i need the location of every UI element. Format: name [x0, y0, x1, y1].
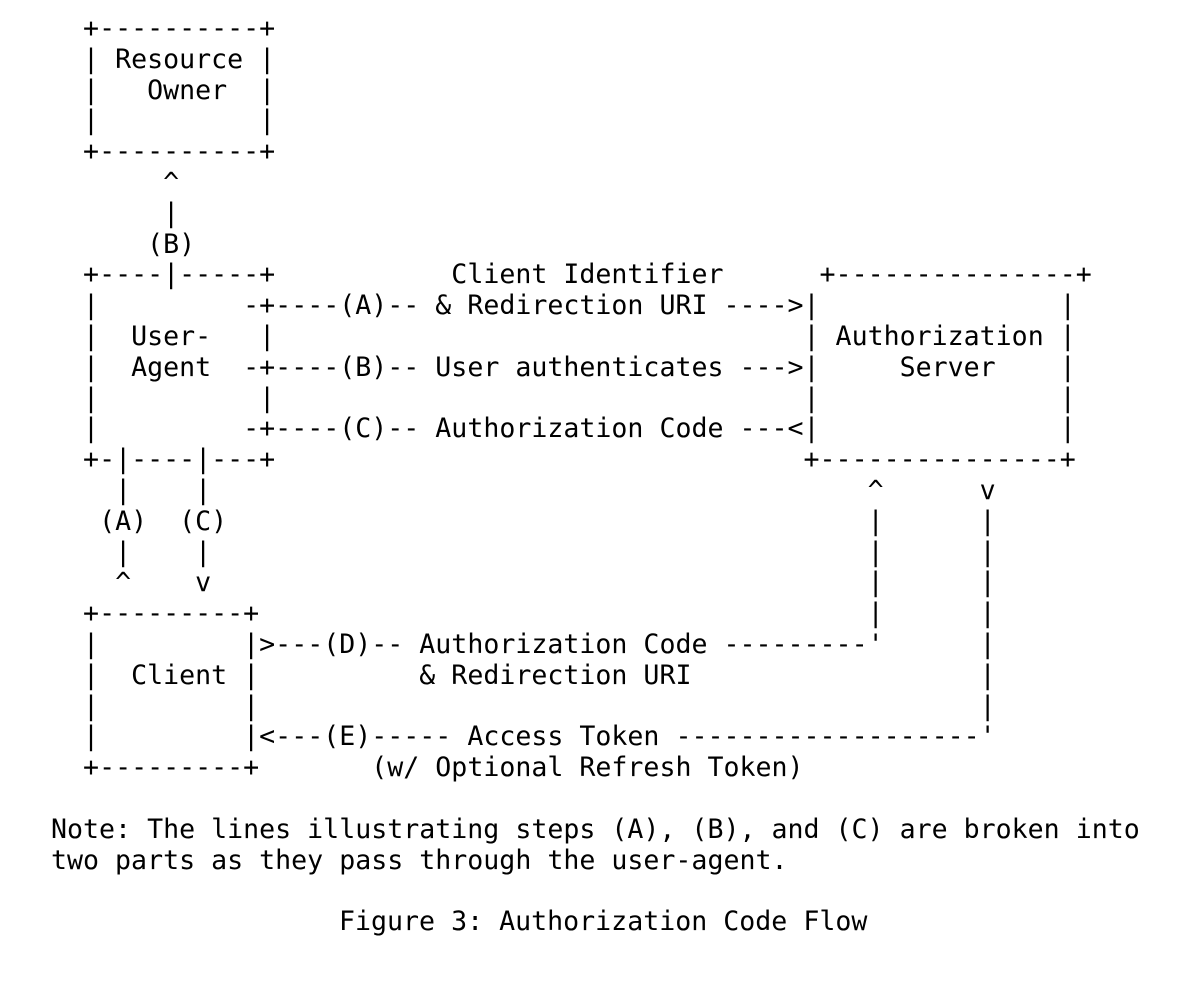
figure-caption: Figure 3: Authorization Code Flow — [339, 906, 868, 938]
rfc-figure-page: +----------+ | Resource | | Owner | | | … — [51, 13, 1140, 938]
oauth-authorization-code-flow-diagram: +----------+ | Resource | | Owner | | | … — [83, 13, 1092, 784]
figure-note: Note: The lines illustrating steps (A), … — [51, 813, 1140, 876]
